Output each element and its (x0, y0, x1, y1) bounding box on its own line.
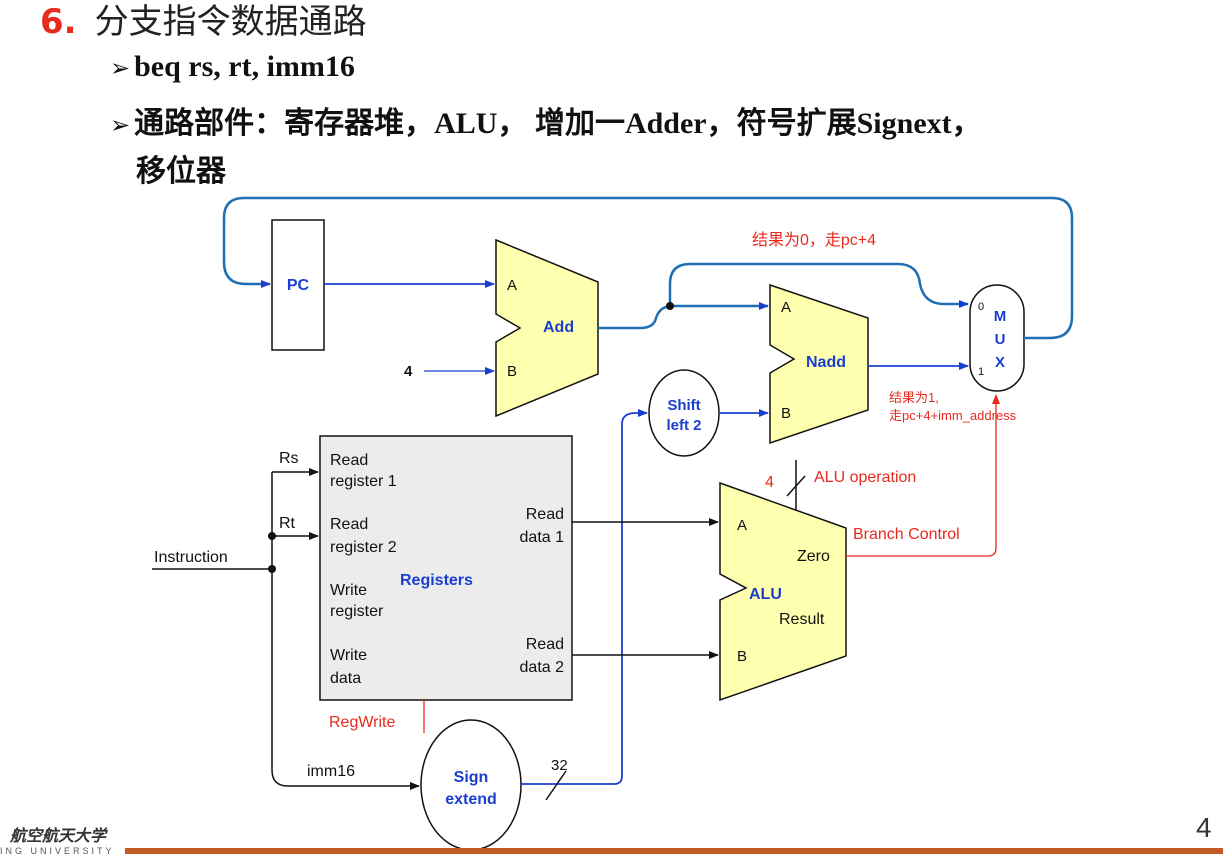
wire-signext-shift (521, 409, 648, 785)
junction-pc4 (666, 302, 674, 310)
bits4-label: 4 (765, 474, 774, 491)
bits32-label: 32 (551, 757, 568, 774)
write-data-a: Write (330, 647, 367, 664)
read-data1-a: Read (526, 506, 564, 523)
shift-label-2: left 2 (666, 417, 701, 434)
regwrite-label: RegWrite (329, 714, 395, 731)
sign-label-2: extend (445, 791, 497, 808)
branch-control-label: Branch Control (853, 526, 960, 543)
rs-label: Rs (279, 450, 299, 467)
alu-operation-label: ALU operation (814, 469, 916, 486)
university-logo-sub: ING UNIVERSITY (0, 846, 115, 856)
wire-branch-control (846, 394, 1000, 557)
write-reg-a: Write (330, 582, 367, 599)
nadd-input-a-label: A (781, 299, 791, 316)
read-data2-a: Read (526, 636, 564, 653)
const-4-label: 4 (404, 363, 413, 380)
title-number: 6. (40, 2, 77, 42)
wire-32-slash (545, 770, 567, 801)
read-reg2-b: register 2 (330, 539, 397, 556)
alu-unit (719, 481, 847, 702)
write-data-b: data (330, 670, 361, 687)
alu-zero-label: Zero (797, 548, 830, 565)
wire-alu-op-slash (786, 475, 806, 497)
nadd-label: Nadd (806, 354, 846, 371)
alu-input-a-label: A (737, 517, 747, 534)
bullet-parts-cont: 移位器 (136, 155, 226, 188)
wire-add-out (598, 302, 769, 330)
title-text: 分支指令数据通路 (94, 2, 367, 42)
mux-m: M (994, 308, 1007, 325)
alu-result-label: Result (779, 611, 825, 628)
footer-divider (125, 848, 1223, 854)
pc-label: PC (287, 277, 310, 294)
bullet-parts: ➢通路部件：寄存器堆，ALU， 增加一Adder，符号扩展Signext， (110, 98, 982, 142)
nadd-input-b-label: B (781, 405, 791, 422)
read-reg1-b: register 1 (330, 473, 397, 490)
read-reg2-a: Read (330, 516, 368, 533)
mux-x: X (995, 354, 1005, 371)
nadd-unit (769, 283, 869, 445)
junction-instr (268, 565, 276, 573)
result1-note-a: 结果为1, (889, 390, 939, 405)
bullet-instruction-text: beq rs, rt, imm16 (134, 50, 355, 83)
slide-title: 6. 分支指令数据通路 (40, 0, 367, 43)
add-label: Add (543, 319, 574, 336)
bullet-arrow-icon: ➢ (110, 111, 131, 139)
wire-pc4-mux0 (668, 262, 969, 308)
mux-in0: 0 (978, 301, 984, 313)
mux-u: U (995, 331, 1006, 348)
rt-label: Rt (279, 515, 296, 532)
instruction-label: Instruction (154, 549, 228, 566)
add-unit (495, 238, 599, 418)
bullet-arrow-icon: ➢ (110, 54, 131, 82)
result1-note-b: 走pc+4+imm_address (889, 408, 1017, 423)
read-data1-b: data 1 (520, 529, 565, 546)
sign-label-1: Sign (454, 769, 489, 786)
university-logo: 航空航天大学 (10, 826, 107, 845)
registers-label: Registers (400, 572, 473, 589)
read-reg1-a: Read (330, 452, 368, 469)
add-input-b-label: B (507, 363, 517, 380)
read-data2-b: data 2 (520, 659, 565, 676)
wire-pc-feedback (222, 196, 1074, 340)
pc-register (271, 219, 325, 351)
registers-unit (319, 435, 573, 701)
result0-note: 结果为0，走pc+4 (752, 231, 876, 249)
bullet-parts-text: 通路部件：寄存器堆，ALU， 增加一Adder，符号扩展Signext， (134, 107, 982, 140)
page-number: 4 (1196, 812, 1212, 843)
write-reg-b: register (330, 603, 384, 620)
alu-label: ALU (749, 586, 782, 603)
add-input-a-label: A (507, 277, 517, 294)
imm16-label: imm16 (307, 763, 355, 780)
junction-rt (268, 532, 276, 540)
mux-in1: 1 (978, 366, 984, 378)
shift-label-1: Shift (667, 397, 700, 414)
alu-input-b-label: B (737, 648, 747, 665)
bullet-instruction: ➢beq rs, rt, imm16 (110, 50, 355, 84)
wire-imm16 (271, 769, 420, 790)
